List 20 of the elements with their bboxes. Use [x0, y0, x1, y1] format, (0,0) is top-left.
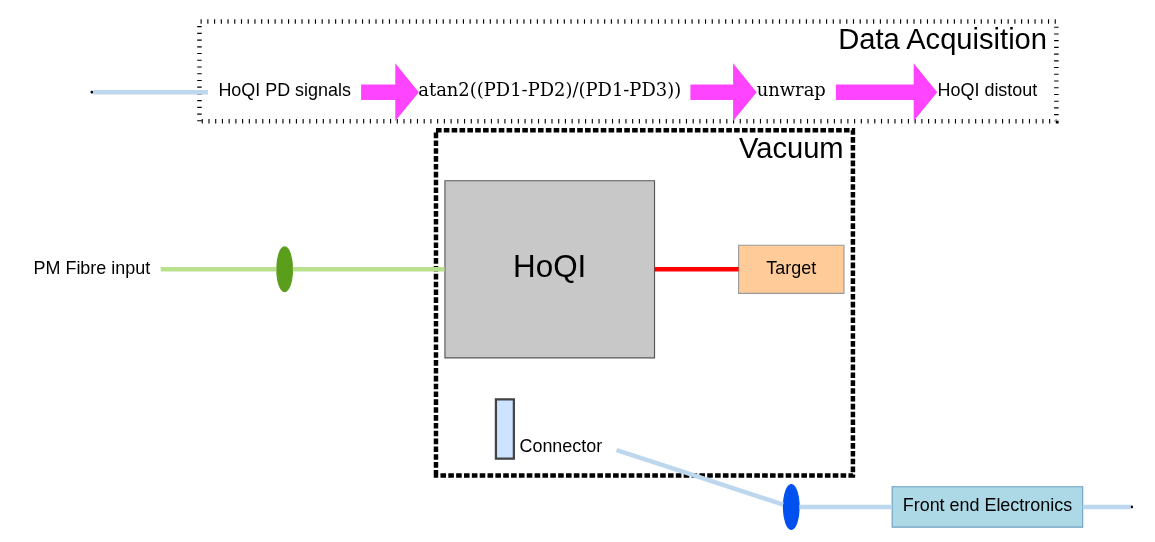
- node-box: Front end Electronics: [891, 486, 1083, 528]
- node-text: atan2((PD1-PD2)/(PD1-PD3)): [417, 79, 681, 101]
- node-label: Connector: [518, 435, 602, 456]
- connector: [798, 504, 892, 510]
- arrow: [689, 63, 757, 122]
- node-text: PM Fibre input: [33, 257, 150, 278]
- node-text: unwrap: [756, 79, 826, 101]
- node-text: HoQI distout: [937, 80, 1037, 101]
- node-ellipse: [275, 246, 293, 293]
- connector: [92, 90, 208, 95]
- arrow: [360, 63, 419, 122]
- connector: [292, 267, 445, 272]
- connector: [615, 447, 784, 507]
- node-box: HoQI: [443, 180, 655, 359]
- node-text: HoQI PD signals: [217, 80, 351, 101]
- node-box: Target: [737, 244, 844, 294]
- connector: [160, 267, 276, 272]
- connector: [654, 267, 739, 272]
- node-ellipse: [782, 483, 800, 530]
- arrow: [835, 63, 937, 122]
